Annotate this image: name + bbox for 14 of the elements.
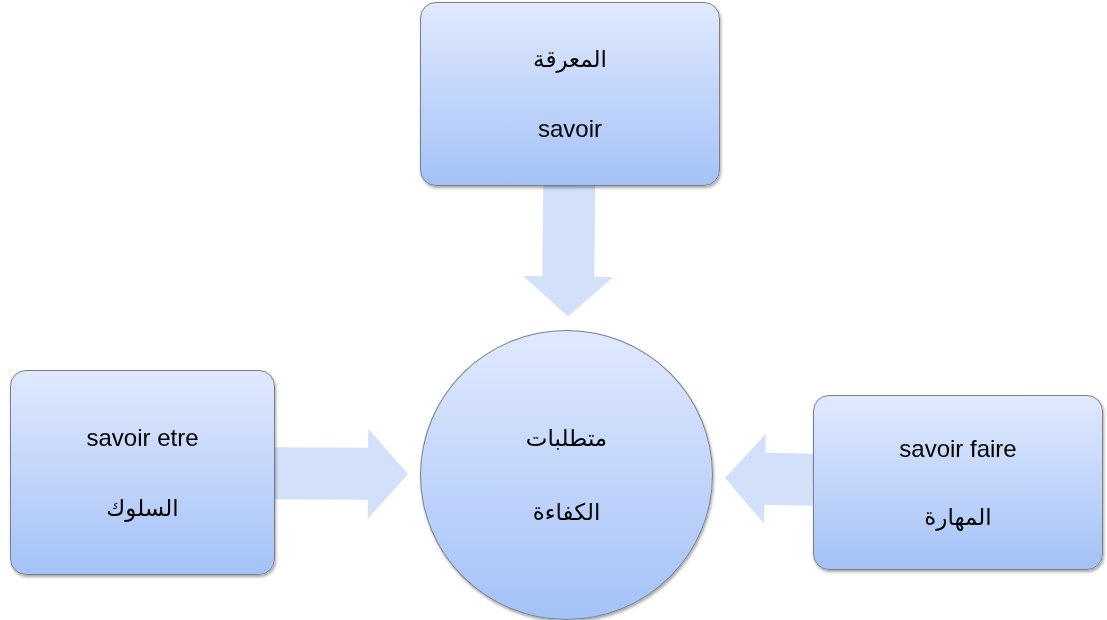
node-text: متطلبات [525,424,608,453]
block-arrow [523,185,614,317]
node-text: savoir etre [86,422,199,453]
node-text: المهارة [924,502,992,532]
node-text: الكفاءة [532,498,601,527]
block-arrow [274,428,408,519]
node-text: savoir [538,114,602,144]
process-box [420,2,720,186]
block-arrow [725,433,814,524]
process-box [10,370,275,575]
process-box [813,395,1103,570]
node-text: السلوك [106,493,179,523]
node-text: المعرقة [533,45,607,74]
node-text: savoir faire [899,433,1017,464]
